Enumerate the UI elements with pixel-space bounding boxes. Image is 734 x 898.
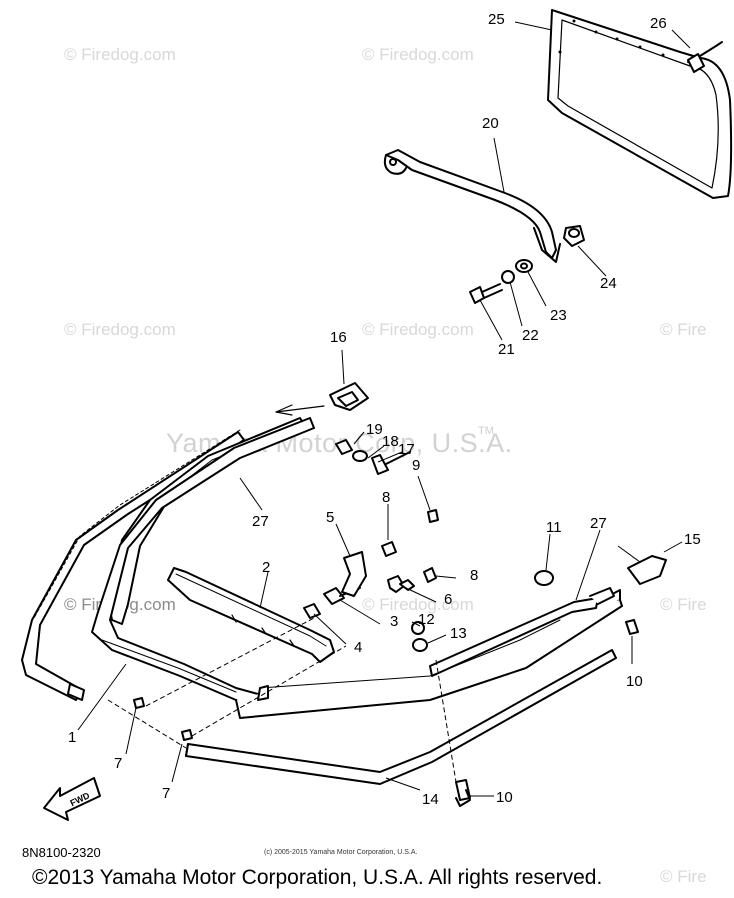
copyright-notice: ©2013 Yamaha Motor Corporation, U.S.A. A… xyxy=(32,866,603,889)
clamp-part-5 xyxy=(341,551,367,597)
callout-4: 4 xyxy=(354,639,363,656)
rail-part-27-right xyxy=(429,587,615,677)
callout-19: 19 xyxy=(366,421,383,438)
watermark-firedog: © Fire xyxy=(660,595,707,614)
bolt-part-9 xyxy=(427,509,439,523)
watermark-firedog: © Firedog.com xyxy=(362,45,474,64)
grommet-part-12 xyxy=(411,621,425,635)
callout-8b: 8 xyxy=(470,567,479,584)
callout-21: 21 xyxy=(498,341,515,358)
pin-part-26 xyxy=(687,41,723,73)
callout-3: 3 xyxy=(390,613,399,630)
callout-22: 22 xyxy=(522,327,539,344)
callout-23: 23 xyxy=(550,307,567,324)
bracket-part-20 xyxy=(383,149,561,263)
callout-6: 6 xyxy=(444,591,453,608)
bolt-part-17 xyxy=(371,451,411,475)
callout-14: 14 xyxy=(422,791,439,808)
callout-8a: 8 xyxy=(382,489,391,506)
nut-part-19 xyxy=(335,439,353,455)
callout-10a: 10 xyxy=(626,673,643,690)
nut-part-4 xyxy=(303,603,321,619)
fwd-arrow-icon xyxy=(43,777,101,821)
callout-17: 17 xyxy=(398,441,415,458)
nut-part-24 xyxy=(563,225,585,247)
callout-13: 13 xyxy=(450,625,467,642)
callout-1: 1 xyxy=(68,729,77,746)
callout-11: 11 xyxy=(546,519,562,536)
washer-part-18 xyxy=(352,450,368,462)
callout-20: 20 xyxy=(482,115,499,132)
nut-part-8-lower xyxy=(423,567,437,583)
callout-12: 12 xyxy=(418,611,435,628)
screw-part-7-left xyxy=(133,697,145,709)
watermark-tm: TM xyxy=(478,425,494,437)
callout-24: 24 xyxy=(600,275,617,292)
strip-part-14 xyxy=(185,649,617,785)
watermark-firedog: © Firedog.com xyxy=(64,45,176,64)
callout-16: 16 xyxy=(330,329,347,346)
callout-15: 15 xyxy=(684,531,701,548)
callout-10b: 10 xyxy=(496,789,513,806)
callout-5: 5 xyxy=(326,509,335,526)
endcap-part-15 xyxy=(627,555,667,585)
callout-26: 26 xyxy=(650,15,667,32)
callout-25: 25 xyxy=(488,11,505,28)
nut-part-8-upper xyxy=(381,541,397,557)
callout-27a: 27 xyxy=(252,513,269,530)
watermark-firedog: © Fire xyxy=(660,867,707,886)
washer-part-13 xyxy=(412,638,428,652)
cap-part-11 xyxy=(534,570,554,586)
callout-7a: 7 xyxy=(114,755,123,772)
callout-9: 9 xyxy=(412,457,421,474)
callout-18: 18 xyxy=(382,433,399,450)
panel-part-25 xyxy=(547,9,733,199)
callout-2: 2 xyxy=(262,559,271,576)
leader-lines xyxy=(77,21,691,797)
callout-27b: 27 xyxy=(590,515,607,532)
screw-part-7-lower xyxy=(181,729,193,741)
watermark-firedog: © Fire xyxy=(660,320,707,339)
clip-part-6 xyxy=(387,575,415,593)
callout-7b: 7 xyxy=(162,785,171,802)
clip-part-16 xyxy=(329,382,369,411)
strip-lower xyxy=(257,619,561,701)
watermark-firedog: © Firedog.com xyxy=(362,595,474,614)
bar-part-2 xyxy=(167,567,335,663)
watermark-firedog: © Firedog.com xyxy=(64,320,176,339)
part-number: 8N8100-2320 xyxy=(22,845,101,860)
screw-part-10-upper xyxy=(625,619,639,635)
washer-part-23 xyxy=(515,259,533,273)
screw-part-10-lower xyxy=(455,779,471,807)
bolt-part-21 xyxy=(469,283,503,304)
washer-part-22 xyxy=(501,270,515,284)
watermark-firedog: © Firedog.com xyxy=(362,320,474,339)
small-copyright: (c) 2005-2015 Yamaha Motor Corporation, … xyxy=(264,849,418,856)
